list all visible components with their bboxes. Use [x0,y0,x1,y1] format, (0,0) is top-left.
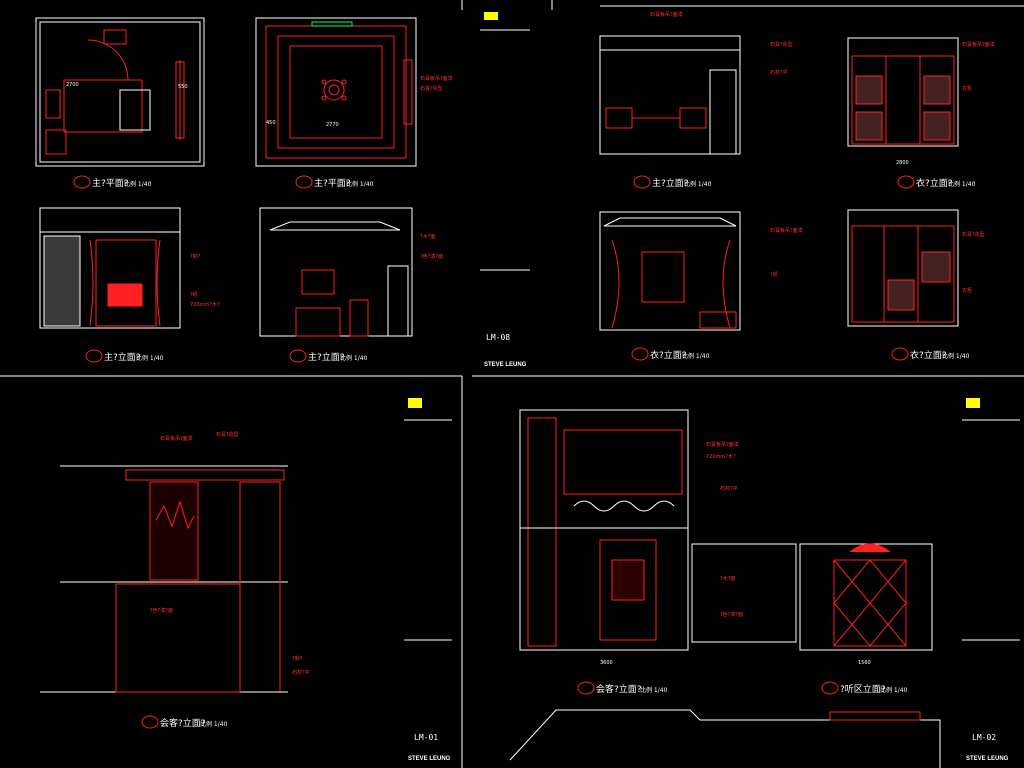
ceiling-plan-2-notes: 2770 450 石膏板吊?面漆 石膏?造型 [266,75,453,128]
drawing-title: 主?平面? [314,177,351,189]
note-label: 石膏板吊?面漆 [420,75,453,82]
dim-label: 3600 [600,660,613,666]
note-label: 石膏板吊?面漆 [650,11,683,18]
partial-plan [509,709,941,768]
drawing-title: 会客?立面? [160,717,206,729]
drawing-title: 主?立面? [104,351,141,363]
note-label: ?木?面 [420,233,435,240]
drawing-scale: 比例 1/40 [136,354,164,362]
brand-logo: STEVE LEUNG [966,756,1009,762]
title-6: 衣?立面? 比例 1/40 [897,175,976,189]
drawing-scale: 比例 1/40 [346,180,374,188]
floor-plan-1 [35,17,205,167]
note-label: 石膏板吊?面漆 [706,441,739,448]
elevation-7 [599,211,741,331]
drawing-scale: 比例 1/40 [684,180,712,188]
elevation-8 [847,209,959,327]
drawing-title: ?听区立面? [840,683,886,695]
note-label: 720mm?木? [190,301,220,308]
note-label: 衣柜 [962,85,972,92]
title-block-1: LM-08 STEVE LEUNG [480,12,530,368]
elevation-9-notes: 石膏板吊?面漆 石膏?造型 ?色?漆?面 ?制? 石材?平 [150,431,310,676]
note-label: ?纸 [770,271,778,278]
elevation-9 [40,465,288,693]
elevation-5 [599,35,741,155]
drawing-title: 主?立面? [308,351,345,363]
note-label: 石膏?造型 [216,431,239,438]
elevation-4 [259,207,413,337]
sheet-number: LM-08 [486,333,510,342]
title-3: 主?立面? 比例 1/40 [85,349,164,363]
title-4: 主?立面? 比例 1/40 [289,349,368,363]
note-label: 石膏?造型 [770,41,793,48]
elevation-7-notes: 石膏板吊?面漆 ?纸 [770,227,803,278]
note-label: 石膏?造型 [962,231,985,238]
dim-label: 1560 [858,660,871,666]
title-block-3: LM-02 STEVE LEUNG [962,398,1020,762]
drawing-scale: 比例 1/40 [200,720,228,728]
elevation-6-notes: 石膏板吊?面漆 衣柜 2800 [896,41,995,166]
title-2: 主?平面? 比例 1/40 [295,175,374,189]
drawing-scale: 比例 1/40 [880,686,908,694]
brand-logo: STEVE LEUNG [408,756,451,762]
dim-label: 2800 [896,160,909,166]
title-block-2: LM-01 STEVE LEUNG [404,398,452,762]
note-label: 石材?平 [720,485,738,492]
title-1: 主?平面? 比例 1/40 [73,175,152,189]
elevation-10-notes: 石膏板吊?面漆 720mm?木? 石材?平 ?木?面 ?色?漆?面 1560 3… [600,441,871,666]
dim-label: 2770 [326,122,339,128]
sheet-number: LM-02 [972,733,996,742]
note-label: 石膏板吊?面漆 [962,41,995,48]
title-7: 衣?立面? 比例 1/40 [631,347,710,361]
elevation-8-notes: 石膏?造型 衣柜 [962,231,985,294]
note-label: 衣柜 [962,287,972,294]
elevation-3-notes: ?制? ?纸 720mm?木? [190,253,220,308]
ceiling-plan-2 [255,17,417,167]
note-label: ?纸 [190,291,198,298]
note-label: 石材?平 [292,669,310,676]
drawing-scale: 比例 1/40 [948,180,976,188]
brand-logo: STEVE LEUNG [484,362,527,368]
drawing-title: 主?平面? [92,177,129,189]
drawing-scale: 比例 1/40 [340,354,368,362]
dim-label: 450 [266,120,276,126]
note-label: ?色?漆?面 [420,253,443,260]
dim-label: 2700 [66,82,79,88]
note-label: 石膏板吊?面漆 [770,227,803,234]
note-label: 石膏?造型 [420,85,443,92]
elevation-3 [39,207,181,329]
elevation-10 [519,409,933,651]
note-label: 720mm?木? [706,453,736,460]
elevation-4-notes: ?木?面 ?色?漆?面 [420,233,443,260]
note-label: ?制? [292,655,303,662]
elevation-5-notes: 石膏板吊?面漆 石膏?造型 石材?平 [650,11,793,76]
note-label: 石材?平 [770,69,788,76]
sheet-number: LM-01 [414,733,438,742]
floor-plan-1-dims: 2700 550 [66,82,188,90]
note-label: ?制? [190,253,201,260]
elevation-6 [847,37,959,147]
drawing-scale: 比例 1/40 [640,686,668,694]
title-10: 会客?立面? 比例 1/40 [577,681,668,695]
note-label: 石膏板吊?面漆 [160,435,193,442]
drawing-title: 会客?立面? [596,683,642,695]
drawing-scale: 比例 1/40 [124,180,152,188]
dim-label: 550 [178,84,188,90]
drawing-scale: 比例 1/40 [942,352,970,360]
drawing-title: 衣?立面? [650,349,687,361]
title-5: 主?立面? 比例 1/40 [633,175,712,189]
note-label: ?色?漆?面 [150,607,173,614]
drawing-title: 衣?立面? [916,177,953,189]
title-8: 衣?立面? 比例 1/40 [891,347,970,361]
title-11: ?听区立面? 比例 1/40 [821,681,908,695]
drawing-scale: 比例 1/40 [682,352,710,360]
note-label: ?色?漆?面 [720,611,743,618]
note-label: ?木?面 [720,575,735,582]
drawing-title: 主?立面? [652,177,689,189]
title-9: 会客?立面? 比例 1/40 [141,715,228,729]
drawing-title: 衣?立面? [910,349,947,361]
